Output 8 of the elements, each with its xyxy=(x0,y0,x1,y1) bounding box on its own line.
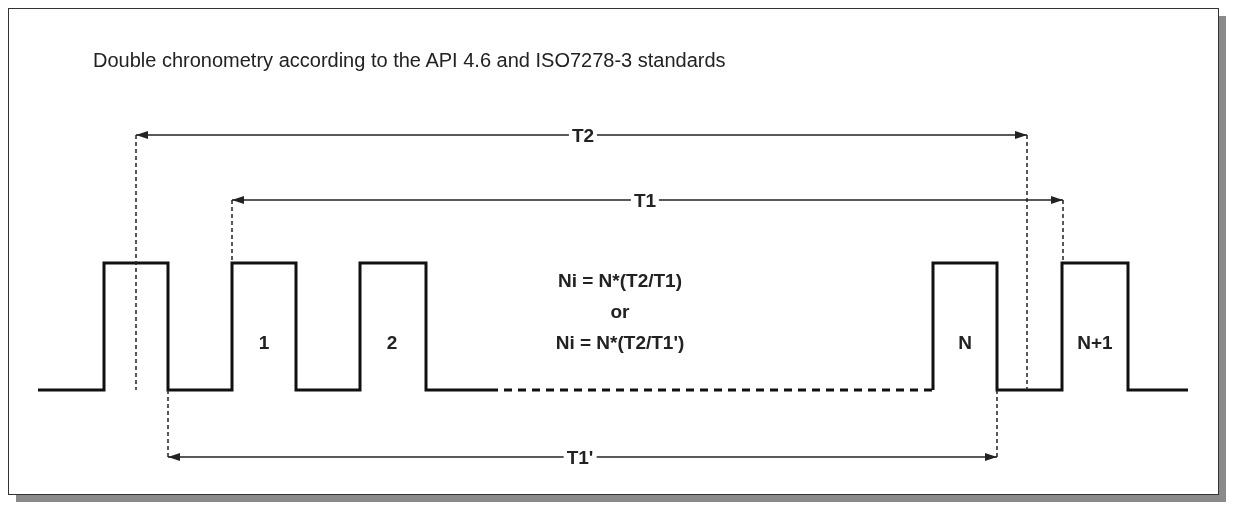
formula-text: Ni = N*(T2/T1') xyxy=(555,332,685,352)
pulse-number: 2 xyxy=(386,332,398,352)
diagram-title: Double chronometry according to the API 4.6 and ISO7278-3 standards xyxy=(93,50,726,70)
formula-text: or xyxy=(610,301,630,321)
pulse-number: N xyxy=(958,332,972,352)
pulse-number: 1 xyxy=(258,332,270,352)
pulse-number: N+1 xyxy=(1077,332,1113,352)
formula-text: Ni = N*(T2/T1) xyxy=(557,270,683,290)
